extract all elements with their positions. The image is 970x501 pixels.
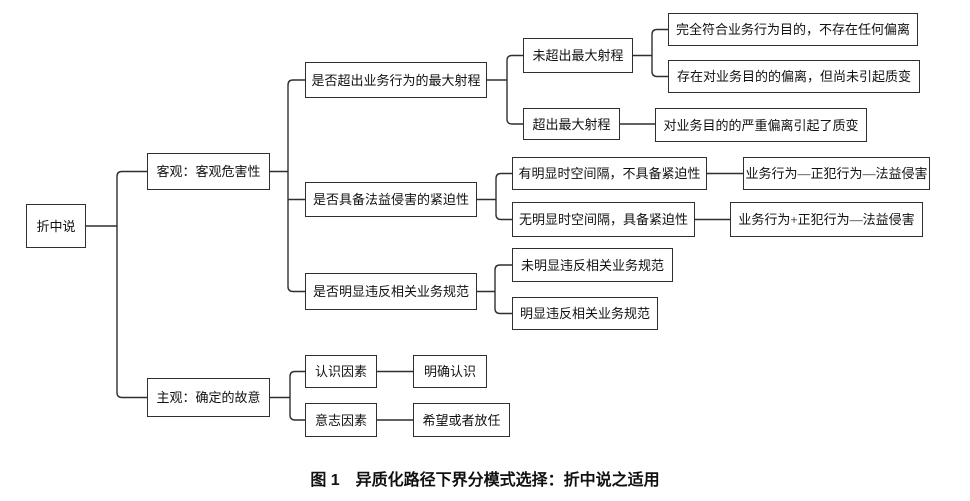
node-norm-q: 是否明显违反相关业务规范	[305, 273, 477, 310]
node-root: 折中说	[26, 204, 86, 248]
node-norm-not-violate: 未明显违反相关业务规范	[512, 248, 673, 282]
figure-caption: 图 1 异质化路径下界分模式选择：折中说之适用	[310, 472, 660, 489]
node-will: 意志因素	[305, 403, 377, 437]
connector-line	[506, 54, 523, 125]
node-chain-plus: 业务行为+正犯行为—法益侵害	[730, 202, 923, 237]
node-deviation-no-qualitative: 存在对业务目的的偏离，但尚未引起质变	[668, 60, 920, 93]
node-range-q: 是否超出业务行为的最大射程	[305, 62, 487, 98]
connector-line	[494, 264, 512, 315]
node-subjective: 主观：确定的故意	[147, 378, 270, 417]
node-full-conform: 完全符合业务行为目的，不存在任何偏离	[668, 13, 918, 46]
connector-line	[287, 79, 305, 293]
connector-line	[495, 172, 512, 221]
node-clear-cognition: 明确认识	[413, 355, 487, 388]
node-chain-separate: 业务行为—正犯行为—法益侵害	[743, 157, 930, 190]
node-cognition: 认识因素	[305, 355, 377, 388]
node-urgency-q: 是否具备法益侵害的紧迫性	[305, 182, 477, 217]
node-not-exceed: 未超出最大射程	[523, 38, 633, 73]
connector-line	[289, 370, 305, 421]
node-severe-deviation: 对业务目的的严重偏离引起了质变	[655, 108, 867, 142]
connector-line	[116, 170, 147, 399]
node-exceed: 超出最大射程	[523, 108, 620, 140]
node-gap-yes: 有明显时空间隔，不具备紧迫性	[512, 157, 707, 190]
node-gap-no: 无明显时空间隔，具备紧迫性	[512, 202, 695, 237]
node-objective: 客观：客观危害性	[147, 153, 270, 190]
node-norm-violate: 明显违反相关业务规范	[512, 297, 658, 330]
connector-line	[651, 28, 668, 78]
node-hope-or-allow: 希望或者放任	[413, 403, 510, 437]
